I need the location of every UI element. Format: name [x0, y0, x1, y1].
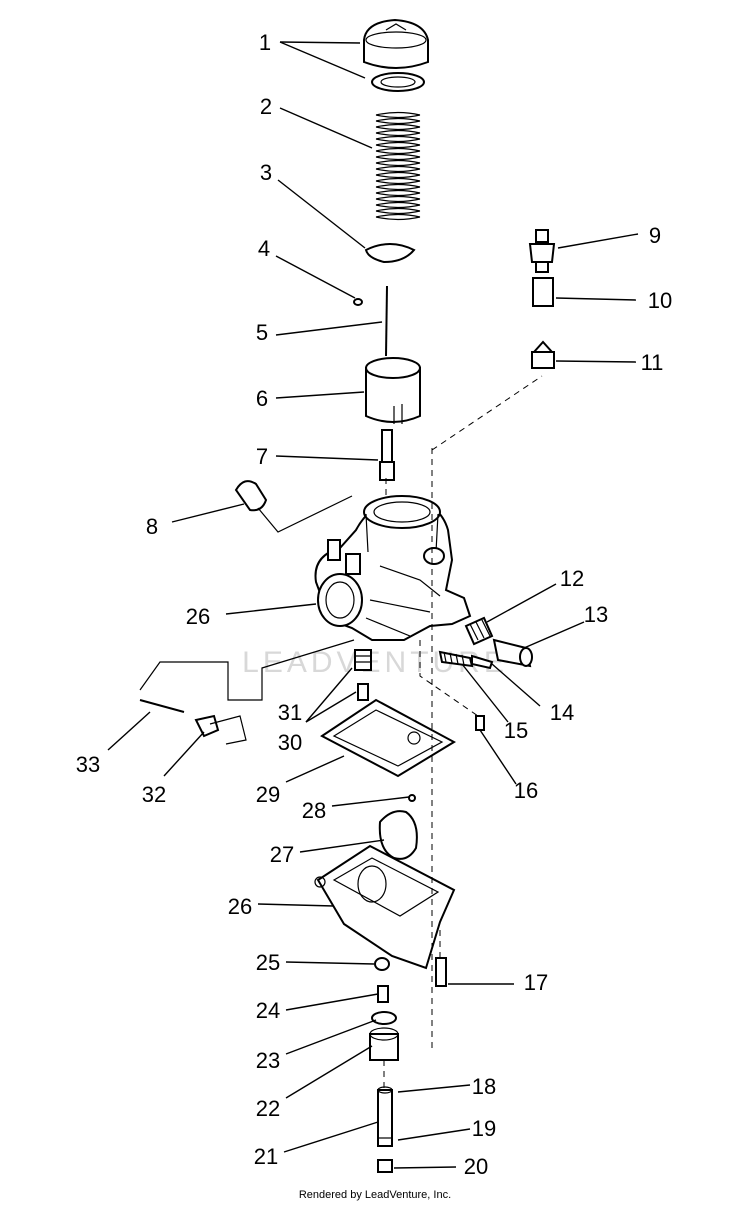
callout-31: 31	[278, 700, 302, 725]
callout-29: 29	[256, 782, 280, 807]
callout-23: 23	[256, 1048, 280, 1073]
pilot-screw-part	[528, 229, 556, 369]
callout-21: 21	[254, 1144, 278, 1169]
adjuster-parts	[438, 616, 533, 670]
callout-24: 24	[256, 998, 280, 1023]
ball-part	[408, 794, 416, 802]
part-drawings	[139, 18, 556, 1173]
callout-20: 20	[464, 1154, 488, 1179]
main-jet-parts	[354, 649, 372, 701]
slide-part	[365, 357, 421, 424]
callout-17: 17	[524, 970, 548, 995]
callout-15: 15	[504, 718, 528, 743]
retainer-part	[364, 243, 416, 264]
spring-part	[375, 111, 421, 221]
callout-11: 11	[641, 350, 664, 375]
callout-19: 19	[472, 1116, 496, 1141]
callout-25: 25	[256, 950, 280, 975]
callout-18: 18	[472, 1074, 496, 1099]
callout-6: 6	[256, 386, 268, 411]
callout-27: 27	[270, 842, 294, 867]
hose-parts	[139, 639, 355, 745]
small-jet-part	[475, 715, 485, 731]
callout-33: 33	[76, 752, 100, 777]
needle-part	[385, 285, 388, 357]
callout-26-lower: 26	[228, 894, 252, 919]
float-bowl-part	[314, 844, 456, 970]
clip-part	[353, 298, 363, 306]
callout-10: 10	[648, 288, 672, 313]
callout-16: 16	[514, 778, 538, 803]
cap-nut-part	[377, 1159, 393, 1173]
carburetor-body-part	[314, 495, 472, 641]
callout-12: 12	[560, 566, 584, 591]
needle-jet-part	[379, 429, 395, 481]
float-part	[378, 810, 418, 860]
callout-22: 22	[256, 1096, 280, 1121]
callout-1: 1	[259, 30, 271, 55]
footer-credit: Rendered by LeadVenture, Inc.	[299, 1189, 451, 1201]
callout-8: 8	[146, 514, 158, 539]
gasket-part	[320, 698, 457, 778]
callout-4: 4	[258, 236, 270, 261]
callout-13: 13	[584, 602, 608, 627]
callout-14: 14	[550, 700, 574, 725]
callout-26-upper: 26	[186, 604, 210, 629]
bowl-bottom-parts	[369, 957, 399, 1061]
cap-part	[363, 18, 429, 92]
callout-3: 3	[260, 160, 272, 185]
callout-7: 7	[256, 444, 268, 469]
callout-30: 30	[278, 730, 302, 755]
callout-labels: 1 2 3 4 5 6 7 8 9 10 11 26 12 13 14 15 1…	[76, 30, 672, 1179]
drain-screw-part	[435, 957, 447, 987]
rubber-cap-part	[234, 480, 353, 533]
callout-28: 28	[302, 798, 326, 823]
callout-32: 32	[142, 782, 166, 807]
callout-5: 5	[256, 320, 268, 345]
leader-lines	[107, 41, 639, 1169]
callout-9: 9	[649, 223, 661, 248]
callout-2: 2	[260, 94, 272, 119]
tube-part	[377, 1086, 393, 1147]
